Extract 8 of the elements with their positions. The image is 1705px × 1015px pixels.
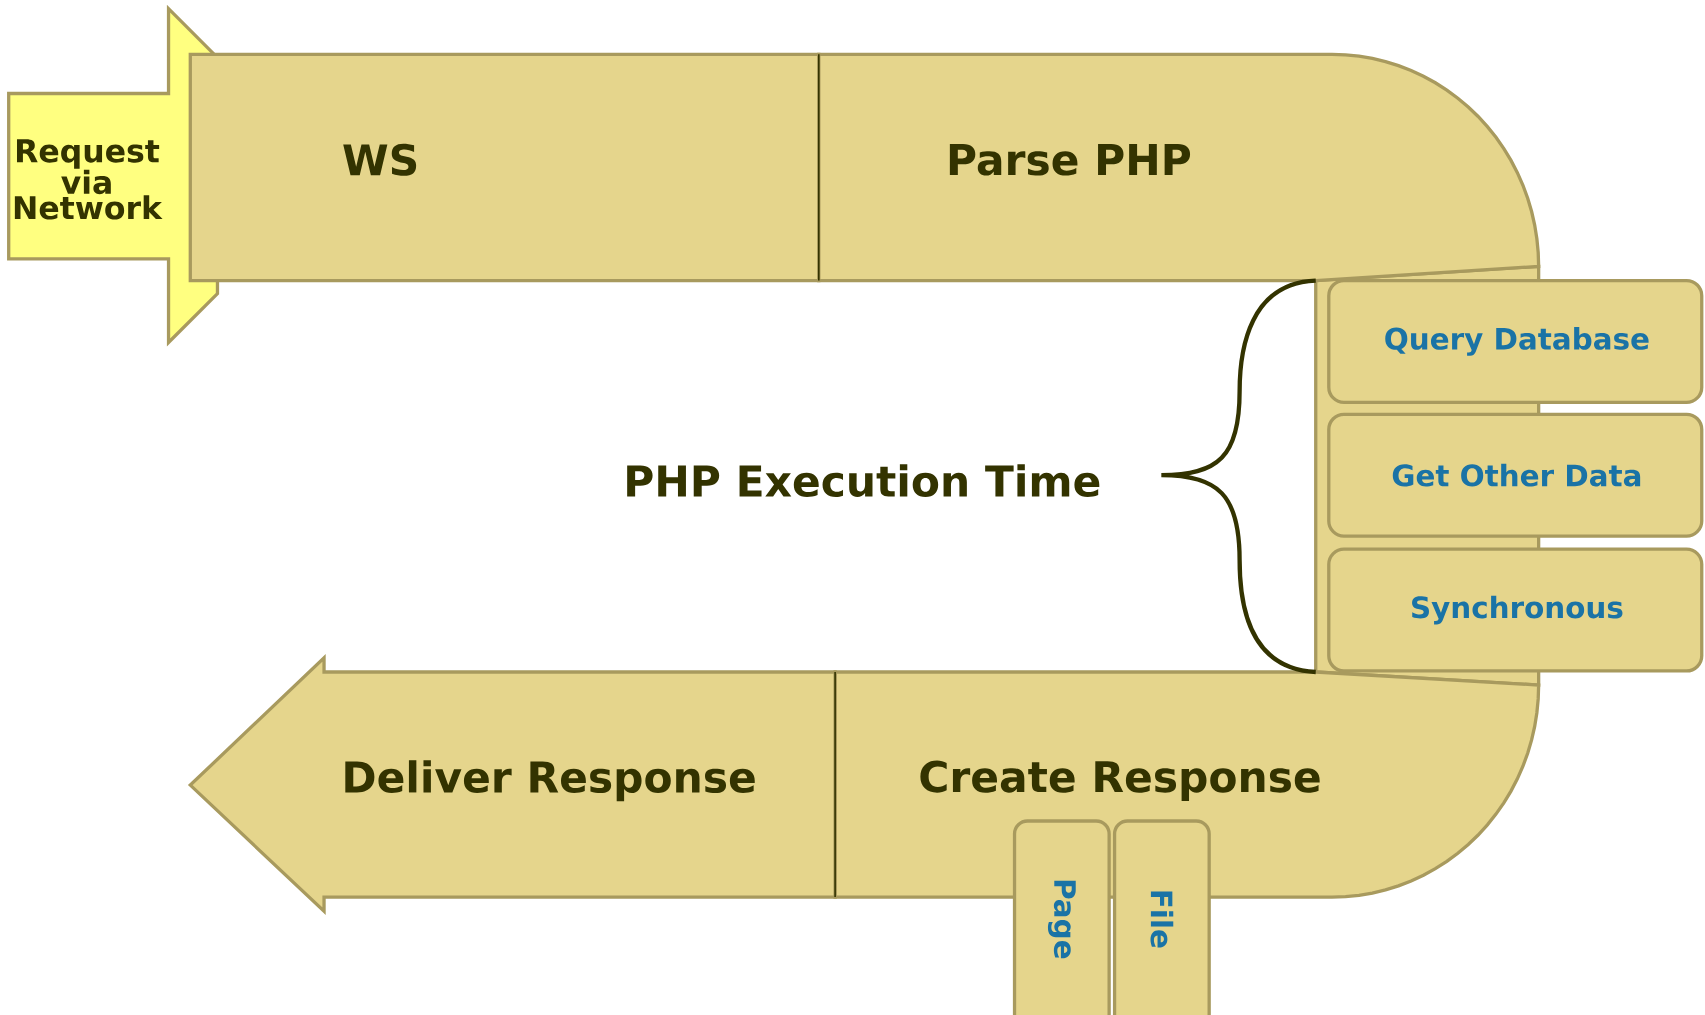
label-text: PHP Execution Time (627, 464, 1100, 498)
process-band: Parse PHP (817, 52, 1541, 283)
process-band: WS (188, 52, 821, 283)
output-tab: Page (1012, 819, 1111, 1015)
step-box: Synchronous (1327, 547, 1704, 673)
step-box: Get Other Data (1327, 412, 1704, 538)
output-tab: File (1112, 819, 1211, 1015)
step-box: Query Database (1327, 278, 1704, 404)
